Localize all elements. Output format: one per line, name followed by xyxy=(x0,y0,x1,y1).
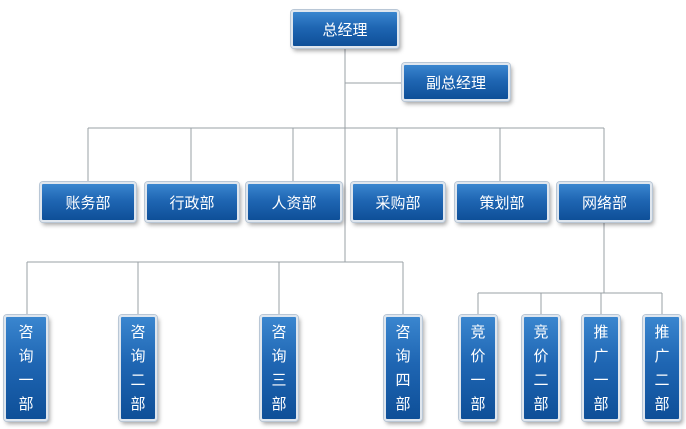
node-label-char: 部 xyxy=(130,395,146,413)
node-ceo: 总经理 xyxy=(291,10,399,48)
node-dept-1: 账务部 xyxy=(40,182,136,222)
node-label-char: 二 xyxy=(533,371,549,389)
node-label-char: 四 xyxy=(395,371,411,389)
node-deputy-label: 副总经理 xyxy=(425,73,486,92)
node-bid-1: 竞价一部 xyxy=(459,315,497,421)
node-dept-3-label: 人资部 xyxy=(271,193,317,212)
node-promo-1: 推广一部 xyxy=(582,315,620,421)
node-consult-2: 咨询二部 xyxy=(119,315,157,421)
node-label-char: 咨 xyxy=(130,323,146,341)
node-label-char: 部 xyxy=(654,395,670,413)
node-label-char: 询 xyxy=(18,347,34,365)
node-label-char: 一 xyxy=(18,371,34,389)
node-label-char: 部 xyxy=(593,395,609,413)
node-label-char: 推 xyxy=(654,323,670,341)
node-label-char: 询 xyxy=(130,347,146,365)
node-label-char: 竞 xyxy=(470,323,486,341)
node-label-char: 部 xyxy=(533,395,549,413)
node-label-char: 询 xyxy=(395,347,411,365)
node-dept-4-label: 采购部 xyxy=(375,193,421,212)
node-label-char: 价 xyxy=(470,347,486,365)
node-consult-1: 咨询一部 xyxy=(4,315,48,421)
node-label-char: 价 xyxy=(533,347,549,365)
node-label-char: 推 xyxy=(593,323,609,341)
node-label-char: 咨 xyxy=(271,323,287,341)
node-label-char: 广 xyxy=(654,347,670,365)
node-label-char: 部 xyxy=(395,395,411,413)
node-label-char: 广 xyxy=(593,347,609,365)
node-label-char: 一 xyxy=(593,371,609,389)
node-label-char: 二 xyxy=(654,371,670,389)
node-bid-2: 竞价二部 xyxy=(522,315,560,421)
node-dept-2-label: 行政部 xyxy=(169,193,215,212)
node-deputy: 副总经理 xyxy=(402,63,510,101)
node-label-char: 竞 xyxy=(533,323,549,341)
node-dept-6: 网络部 xyxy=(557,182,652,222)
node-dept-3: 人资部 xyxy=(246,182,342,222)
node-label-char: 三 xyxy=(271,371,287,389)
node-label-char: 部 xyxy=(470,395,486,413)
node-dept-6-label: 网络部 xyxy=(581,193,627,212)
node-label-char: 二 xyxy=(130,371,146,389)
node-label-char: 咨 xyxy=(18,323,34,341)
node-ceo-label: 总经理 xyxy=(322,20,368,39)
node-label-char: 询 xyxy=(271,347,287,365)
node-label-char: 部 xyxy=(271,395,287,413)
node-dept-5-label: 策划部 xyxy=(479,193,525,212)
node-label-char: 咨 xyxy=(395,323,411,341)
node-dept-2: 行政部 xyxy=(145,182,239,222)
node-label-char: 部 xyxy=(18,395,34,413)
node-consult-3: 咨询三部 xyxy=(260,315,298,421)
node-label-char: 一 xyxy=(470,371,486,389)
node-dept-5: 策划部 xyxy=(455,182,549,222)
node-promo-2: 推广二部 xyxy=(643,315,681,421)
node-dept-1-label: 账务部 xyxy=(65,193,111,212)
node-consult-4: 咨询四部 xyxy=(384,315,422,421)
node-dept-4: 采购部 xyxy=(351,182,445,222)
